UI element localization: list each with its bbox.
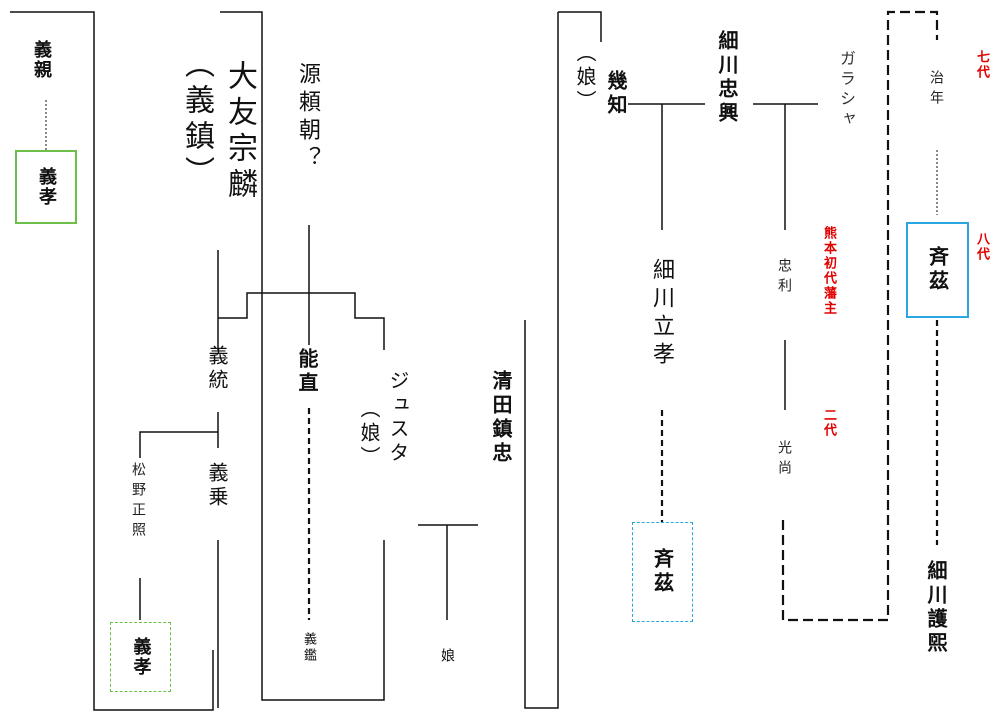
node-hosokawa-tatsutaka: 細川立孝 — [649, 258, 674, 370]
green-dashed-box: 義孝 — [110, 622, 171, 692]
node-nariyoshi: 斉茲 — [650, 548, 675, 596]
node-yoshitaka: 義孝 — [36, 167, 57, 207]
branch-line — [218, 292, 385, 350]
label-seventh-generation: 七代 — [974, 50, 989, 80]
node-yoshiakira: 義鑑 — [301, 632, 316, 664]
bracket-line — [10, 11, 214, 711]
node-daughter: 娘 — [439, 648, 455, 662]
node-ikuchi: 幾知 — [604, 70, 628, 118]
blue-box: 斉茲 — [906, 222, 969, 318]
node-tadatoshi: 忠利 — [776, 258, 792, 298]
node-yoshichika: 義親 — [31, 40, 52, 80]
line — [139, 431, 218, 458]
node-minamoto-yoritomo: 源頼朝？ — [295, 62, 320, 174]
node-yoshinao: 能直 — [295, 348, 319, 396]
node-gracia: ガラシャ — [837, 50, 856, 130]
blue-dashed-box: 斉茲 — [632, 522, 693, 622]
node-mitsuhisa: 光尚 — [776, 440, 792, 480]
label-eighth-generation: 八代 — [974, 232, 989, 262]
bracket-line — [524, 11, 602, 709]
node-yoshinori: 義乗 — [205, 462, 229, 510]
node-harutoshi: 治年 — [928, 70, 944, 110]
node-yoshitaka: 義孝 — [130, 637, 152, 677]
node-daughter: （娘） — [573, 42, 597, 114]
label-kumamoto-first-lord: 熊本初代藩主 — [821, 226, 836, 316]
node-nariyoshi: 斉茲 — [925, 246, 950, 294]
line — [418, 524, 478, 620]
node-hosokawa-tadaoki: 細川忠興 — [715, 30, 739, 126]
node-daughter: （娘） — [357, 398, 381, 470]
node-yoshishige: （義鎮） — [179, 48, 214, 192]
dashed-bracket — [781, 10, 939, 622]
bracket-line — [220, 11, 385, 701]
node-hosokawa-morihiro: 細川護煕 — [924, 560, 948, 656]
node-yoshimune: 義統 — [205, 345, 229, 393]
green-box: 義孝 — [15, 150, 77, 224]
node-justa: ジュスタ — [386, 370, 410, 466]
node-otomo-sorin: 大友宗麟 — [222, 60, 257, 204]
node-matsuno-masateru: 松野正照 — [130, 462, 146, 542]
label-second-generation: 二代 — [821, 408, 836, 438]
node-kiyota-shigetada: 清田鎮忠 — [489, 370, 513, 466]
